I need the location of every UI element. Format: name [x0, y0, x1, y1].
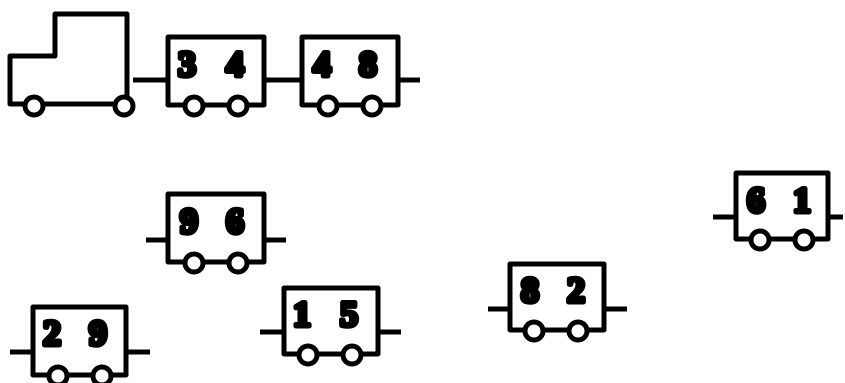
train-car-1: 3 4 — [168, 37, 302, 115]
car-digit-left: 4 — [313, 44, 331, 84]
car-digit-right: 2 — [567, 270, 585, 310]
car-digit-left: 1 — [293, 294, 311, 334]
loose-car-5[interactable]: 6 1 — [713, 173, 843, 249]
loose-car-1[interactable]: 9 6 — [146, 194, 286, 272]
locomotive — [10, 14, 168, 115]
train-car-2: 4 8 — [302, 37, 420, 115]
car-digit-right: 8 — [359, 44, 377, 84]
car-digit-right: 1 — [793, 180, 811, 220]
loose-car-2[interactable]: 2 9 — [10, 307, 150, 383]
car-digit-left: 2 — [43, 313, 61, 353]
car-digit-right: 5 — [340, 294, 358, 334]
loose-car-3[interactable]: 1 5 — [260, 288, 401, 364]
car-digit-left: 9 — [180, 201, 198, 241]
car-digit-left: 3 — [178, 44, 196, 84]
car-digit-right: 6 — [226, 201, 244, 241]
loose-car-4[interactable]: 8 2 — [488, 264, 627, 340]
car-digit-right: 9 — [89, 313, 107, 353]
car-digit-right: 4 — [226, 44, 244, 84]
car-digit-left: 6 — [747, 180, 765, 220]
car-digit-left: 8 — [521, 270, 539, 310]
